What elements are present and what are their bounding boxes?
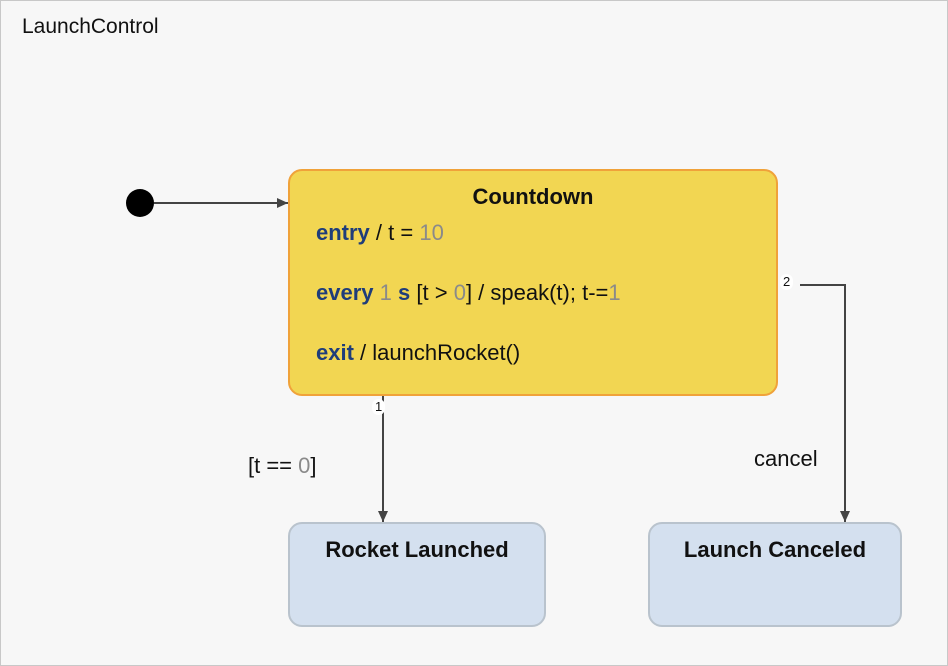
state-rocket-launched[interactable]: Rocket Launched — [288, 522, 546, 627]
statechart-title: LaunchControl — [22, 15, 159, 38]
state-name-rocket-launched: Rocket Launched — [325, 537, 509, 562]
state-name-countdown: Countdown — [472, 184, 594, 209]
exit-text: / launchRocket() — [353, 340, 521, 365]
entry-action: entry / t = 10 — [316, 220, 444, 246]
exit-action: exit / launchRocket() — [316, 340, 520, 366]
entry-text: / t = — [369, 220, 420, 245]
every-step: 1 — [608, 280, 621, 305]
every-unit: s — [398, 280, 411, 305]
transition-edge-2[interactable] — [800, 284, 850, 522]
state-name-launch-canceled: Launch Canceled — [683, 537, 867, 562]
every-guard-close: ] / speak(t); t-= — [465, 280, 609, 305]
transition-guard-label[interactable]: [t == 0] — [248, 453, 317, 479]
entry-keyword: entry — [316, 220, 370, 245]
transition-priority-2: 2 — [780, 274, 794, 290]
every-guard-open: [t > — [410, 280, 454, 305]
transition-priority-1: 1 — [372, 399, 386, 415]
every-keyword: every — [316, 280, 374, 305]
guard-open: [t == — [248, 453, 299, 478]
guard-close: ] — [310, 453, 317, 478]
every-action: every 1 s [t > 0] / speak(t); t-=1 — [316, 280, 621, 306]
every-guard-value: 0 — [453, 280, 466, 305]
exit-keyword: exit — [316, 340, 354, 365]
every-interval: 1 — [379, 280, 392, 305]
guard-value: 0 — [298, 453, 311, 478]
state-launch-canceled[interactable]: Launch Canceled — [648, 522, 902, 627]
entry-value: 10 — [419, 220, 444, 245]
transition-trigger-label[interactable]: cancel — [754, 446, 818, 471]
state-countdown[interactable]: Countdown entry / t = 10 every 1 s [t > … — [288, 169, 778, 396]
initial-state-dot[interactable] — [126, 189, 154, 217]
